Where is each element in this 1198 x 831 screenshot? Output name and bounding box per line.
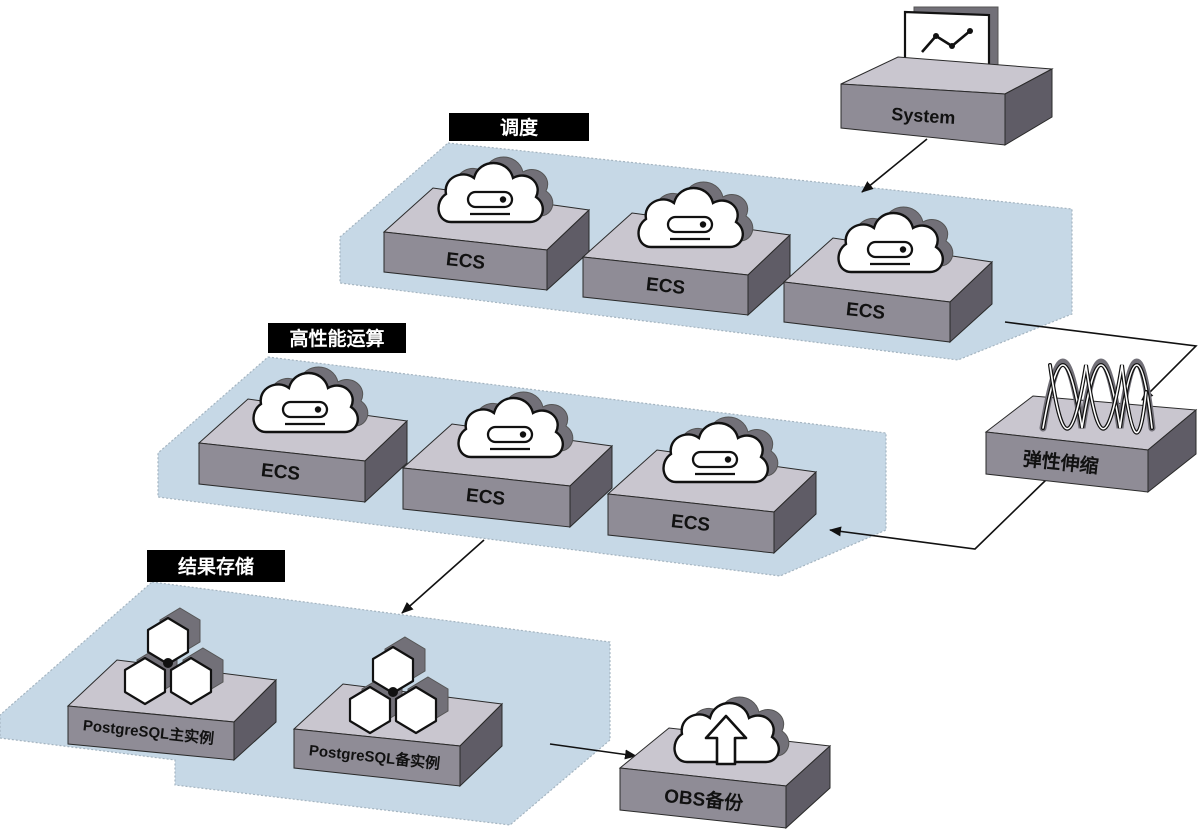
ecs-b2-node: ECS bbox=[401, 390, 614, 529]
pg-standby-node: PostgreSQL备实例 bbox=[292, 635, 504, 788]
storage-tag: 结果存储 bbox=[147, 550, 285, 582]
storage-tag-label: 结果存储 bbox=[178, 555, 254, 578]
arrow-storage-to-obs bbox=[549, 743, 637, 760]
cloud-upload-icon bbox=[673, 696, 790, 766]
system-label: System bbox=[891, 104, 956, 128]
ecs-a1-node: ECS bbox=[382, 155, 591, 292]
ecs-b1-label: ECS bbox=[260, 460, 301, 485]
pg-primary-node: PostgreSQL主实例 bbox=[66, 606, 278, 762]
hpc-tag: 高性能运算 bbox=[268, 323, 406, 353]
ecs-b3-node: ECS bbox=[606, 415, 818, 555]
ecs-a3-node: ECS bbox=[782, 205, 994, 344]
arrow-system-to-scheduling bbox=[861, 138, 928, 193]
obs-backup-node: OBS备份 bbox=[618, 696, 832, 830]
scheduling-tag-label: 调度 bbox=[500, 116, 539, 139]
ecs-a1-label: ECS bbox=[445, 249, 486, 274]
ecs-b3-label: ECS bbox=[670, 511, 711, 536]
ecs-a3-label: ECS bbox=[845, 299, 886, 324]
connectors bbox=[401, 138, 1198, 760]
system-node: System bbox=[840, 6, 1054, 146]
ecs-b2-label: ECS bbox=[465, 485, 506, 510]
autoscaling-node: 弹性伸缩 bbox=[984, 358, 1198, 494]
ecs-b1-node: ECS bbox=[197, 365, 409, 504]
ecs-a2-node: ECS bbox=[581, 180, 792, 317]
hpc-tag-label: 高性能运算 bbox=[289, 327, 384, 350]
monitor-chart-icon bbox=[903, 6, 999, 78]
arrow-scheduling-to-autoscaling bbox=[1004, 321, 1198, 401]
arrow-autoscaling-to-hpc bbox=[829, 477, 1049, 550]
elastic-wave-icon bbox=[1039, 358, 1156, 435]
ecs-a2-label: ECS bbox=[645, 274, 686, 299]
scheduling-tag: 调度 bbox=[449, 113, 589, 141]
arrow-hpc-to-storage bbox=[401, 539, 485, 614]
